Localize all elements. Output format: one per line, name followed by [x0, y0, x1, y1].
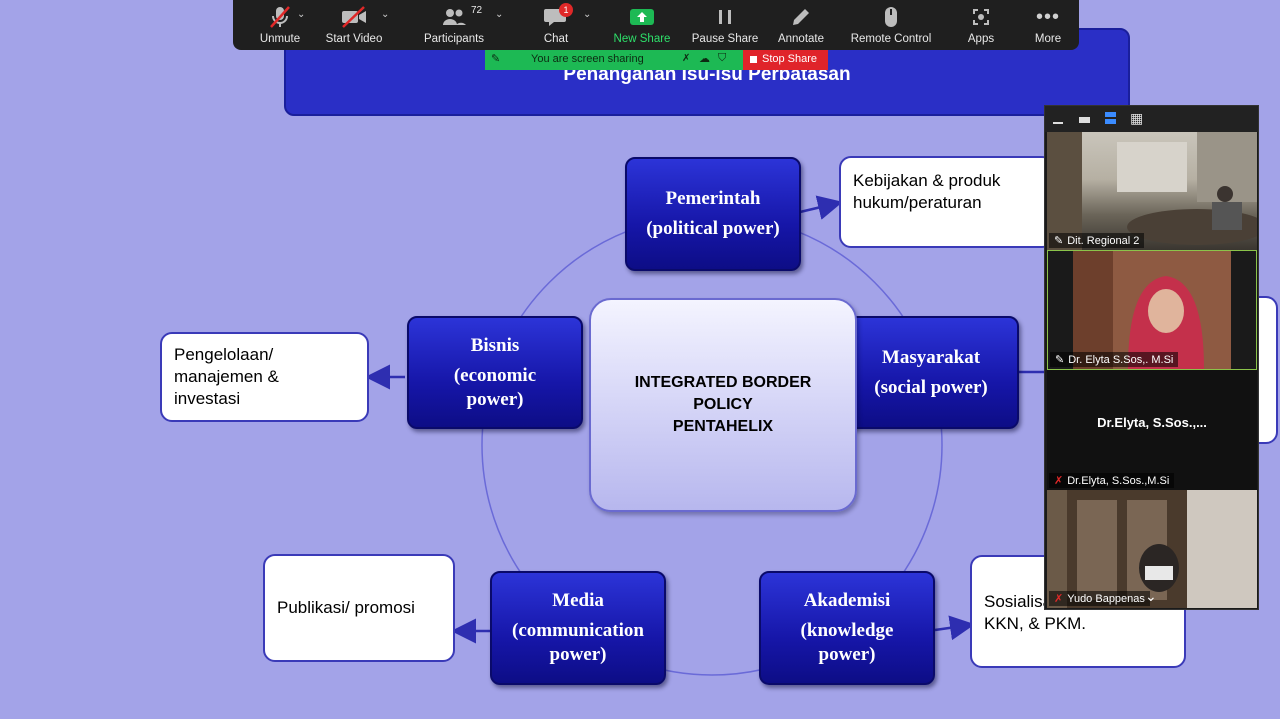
participant-name: ✗Dr.Elyta, S.Sos.,M.Si — [1049, 473, 1175, 488]
share-arrow-icon — [630, 9, 654, 25]
participant-name: ✎Dr. Elyta S.Sos,. M.Si — [1050, 352, 1179, 367]
muted-mic-icon: ✗ — [1054, 475, 1064, 487]
remote-control-button[interactable]: Remote Control — [851, 0, 931, 50]
video-tile-yudo[interactable]: ✗Yudo Bappenas ⌄ — [1047, 490, 1257, 608]
muted-mic-icon — [270, 6, 290, 28]
hide-video-icon[interactable] — [1079, 117, 1090, 123]
meeting-toolbar: ⌄ Unmute ⌄ Start Video 72 ⌄ Participants… — [233, 0, 1079, 50]
participant-name: ✎Dit. Regional 2 — [1049, 233, 1145, 248]
shield-icon: ⛉ — [718, 52, 727, 64]
participants-icon — [443, 9, 466, 25]
outcome-media: Publikasi/ promosi — [263, 554, 455, 662]
minimize-icon[interactable] — [1053, 122, 1063, 124]
unmuted-mic-icon: ✎ — [1055, 354, 1065, 366]
cloud-icon: ☁ — [699, 53, 710, 65]
chevron-down-icon[interactable]: ⌄ — [495, 9, 504, 20]
stop-share-button[interactable]: Stop Share — [743, 50, 828, 70]
center-policy-box: INTEGRATED BORDER POLICY PENTAHELIX — [589, 298, 857, 512]
participants-count: 72 — [471, 5, 483, 16]
muted-mic-icon: ✗ — [682, 53, 691, 64]
node-media: Media (communication power) — [490, 571, 666, 685]
outcome-bisnis: Pengelolaan/ manajemen & investasi — [160, 332, 369, 422]
node-akademisi: Akademisi (knowledge power) — [759, 571, 935, 685]
participant-video — [1073, 251, 1231, 369]
arrow-pemerintah — [799, 195, 843, 220]
more-dots-icon: ••• — [1035, 5, 1060, 28]
chevron-down-icon[interactable]: ⌄ — [381, 9, 390, 20]
chevron-down-icon[interactable]: ⌄ — [583, 9, 592, 20]
new-share-button[interactable]: New Share — [614, 0, 670, 50]
pause-icon — [719, 10, 731, 24]
active-speaker-view-icon[interactable] — [1105, 112, 1116, 124]
muted-mic-icon: ✗ — [1054, 593, 1064, 605]
video-tile-dit-regional[interactable]: ✎Dit. Regional 2 — [1047, 132, 1257, 250]
participant-video — [1067, 490, 1257, 608]
chevron-down-icon[interactable]: ⌄ — [1145, 588, 1157, 604]
video-tile-elyta-2[interactable]: Dr.Elyta, S.Sos.,... ✗Dr.Elyta, S.Sos.,M… — [1047, 370, 1257, 490]
mouse-icon — [885, 7, 897, 27]
arrow-akademisi — [934, 615, 975, 641]
participant-name: ✗Yudo Bappenas — [1049, 591, 1150, 606]
gallery-view-icon[interactable]: ▦ — [1130, 110, 1144, 126]
video-off-icon — [342, 6, 366, 28]
pencil-icon — [793, 9, 809, 25]
unmute-button[interactable]: ⌄ Unmute — [255, 0, 305, 50]
participants-button[interactable]: 72 ⌄ Participants — [423, 5, 504, 45]
node-pemerintah: Pemerintah (political power) — [625, 157, 801, 271]
video-tile-elyta[interactable]: ✎Dr. Elyta S.Sos,. M.Si — [1047, 250, 1257, 370]
outcome-pemerintah: Kebijakan & produk hukum/peraturan — [839, 156, 1054, 248]
stop-square-icon — [750, 56, 757, 63]
video-panel: ▦ ✎Dit. Regional 2 ✎Dr. Elyta S.Sos,. M.… — [1044, 105, 1259, 610]
node-bisnis: Bisnis (economic power) — [407, 316, 583, 429]
more-button[interactable]: ••• More — [1034, 5, 1062, 46]
unmuted-mic-icon: ✎ — [1054, 235, 1064, 247]
annotate-button[interactable]: Annotate — [776, 0, 826, 50]
participant-display-name: Dr.Elyta, S.Sos.,... — [1097, 415, 1207, 430]
chat-badge: 1 — [559, 3, 573, 17]
chat-button[interactable]: 1 ⌄ Chat — [543, 3, 592, 45]
sharing-leaf-icon: ✎ — [491, 53, 501, 65]
apps-button[interactable]: Apps — [956, 0, 1006, 50]
pause-share-button[interactable]: Pause Share — [692, 0, 758, 50]
meeting-room-video — [1047, 132, 1257, 250]
apps-icon — [973, 9, 989, 25]
screen-sharing-indicator[interactable]: ✎ You are screen sharing ✗ ☁ ⛉ — [485, 50, 743, 70]
start-video-button[interactable]: ⌄ Start Video — [326, 0, 389, 50]
video-panel-header: ▦ — [1045, 106, 1258, 132]
node-masyarakat: Masyarakat (social power) — [843, 316, 1019, 429]
chevron-down-icon[interactable]: ⌄ — [297, 9, 306, 20]
